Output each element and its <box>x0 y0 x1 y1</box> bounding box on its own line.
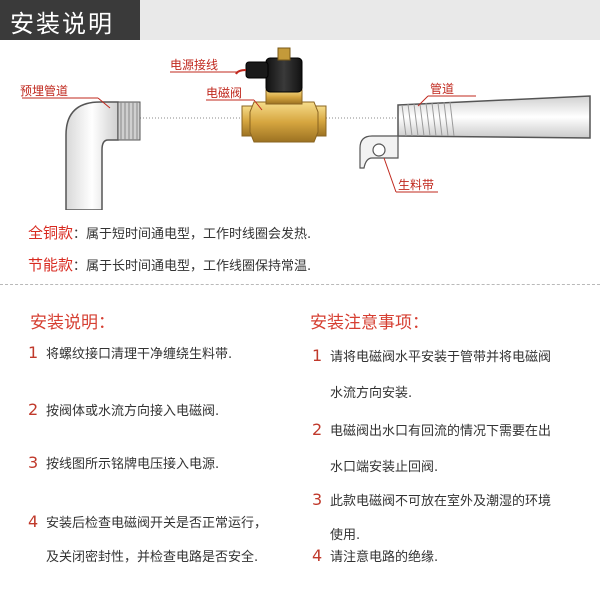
install-title: 安装说明： <box>30 313 115 333</box>
diagram-illustration <box>65 47 591 211</box>
valve-type-energy-saving: 节能款：属于长时间通电型，工作线圈保持常温. <box>28 254 311 275</box>
valve-type-desc: ：属于短时间通电型，工作时线圈会发热. <box>73 227 312 242</box>
installation-diagram: 预埋管道 电源接线 电磁阀 管道 生料带 <box>0 40 600 211</box>
valve-type-name: 节能款 <box>28 256 74 274</box>
label-pipe: 管道 <box>430 82 455 96</box>
leader-lines <box>22 71 476 193</box>
note-1-continued: 水流方向安装. <box>330 386 413 401</box>
notes-title: 安装注意事项： <box>310 313 429 333</box>
right-pipe-graphic <box>359 95 591 169</box>
note-3-continued: 使用. <box>330 528 361 543</box>
valve-type-desc: ：属于长时间通电型，工作线圈保持常温. <box>73 259 312 274</box>
page-title: 安装说明 <box>10 10 114 38</box>
install-step-4-continued: 及关闭密封性，并检查电路是否安全. <box>46 550 259 565</box>
valve-type-name: 全铜款 <box>28 224 74 242</box>
label-power-wiring: 电源接线 <box>170 58 219 72</box>
label-ptfe-tape: 生料带 <box>398 178 435 192</box>
header-title-bar <box>0 0 140 40</box>
note-2-continued: 水口端安装止回阀. <box>330 460 439 475</box>
header-banner: 安装说明 <box>0 0 600 40</box>
valve-type-copper: 全铜款：属于短时间通电型，工作时线圈会发热. <box>28 222 311 243</box>
section-divider <box>0 284 600 285</box>
label-solenoid-valve: 电磁阀 <box>206 86 243 100</box>
valve-graphic <box>235 47 327 143</box>
label-embedded-pipe: 预埋管道 <box>20 84 69 98</box>
elbow-pipe-graphic <box>65 101 141 211</box>
